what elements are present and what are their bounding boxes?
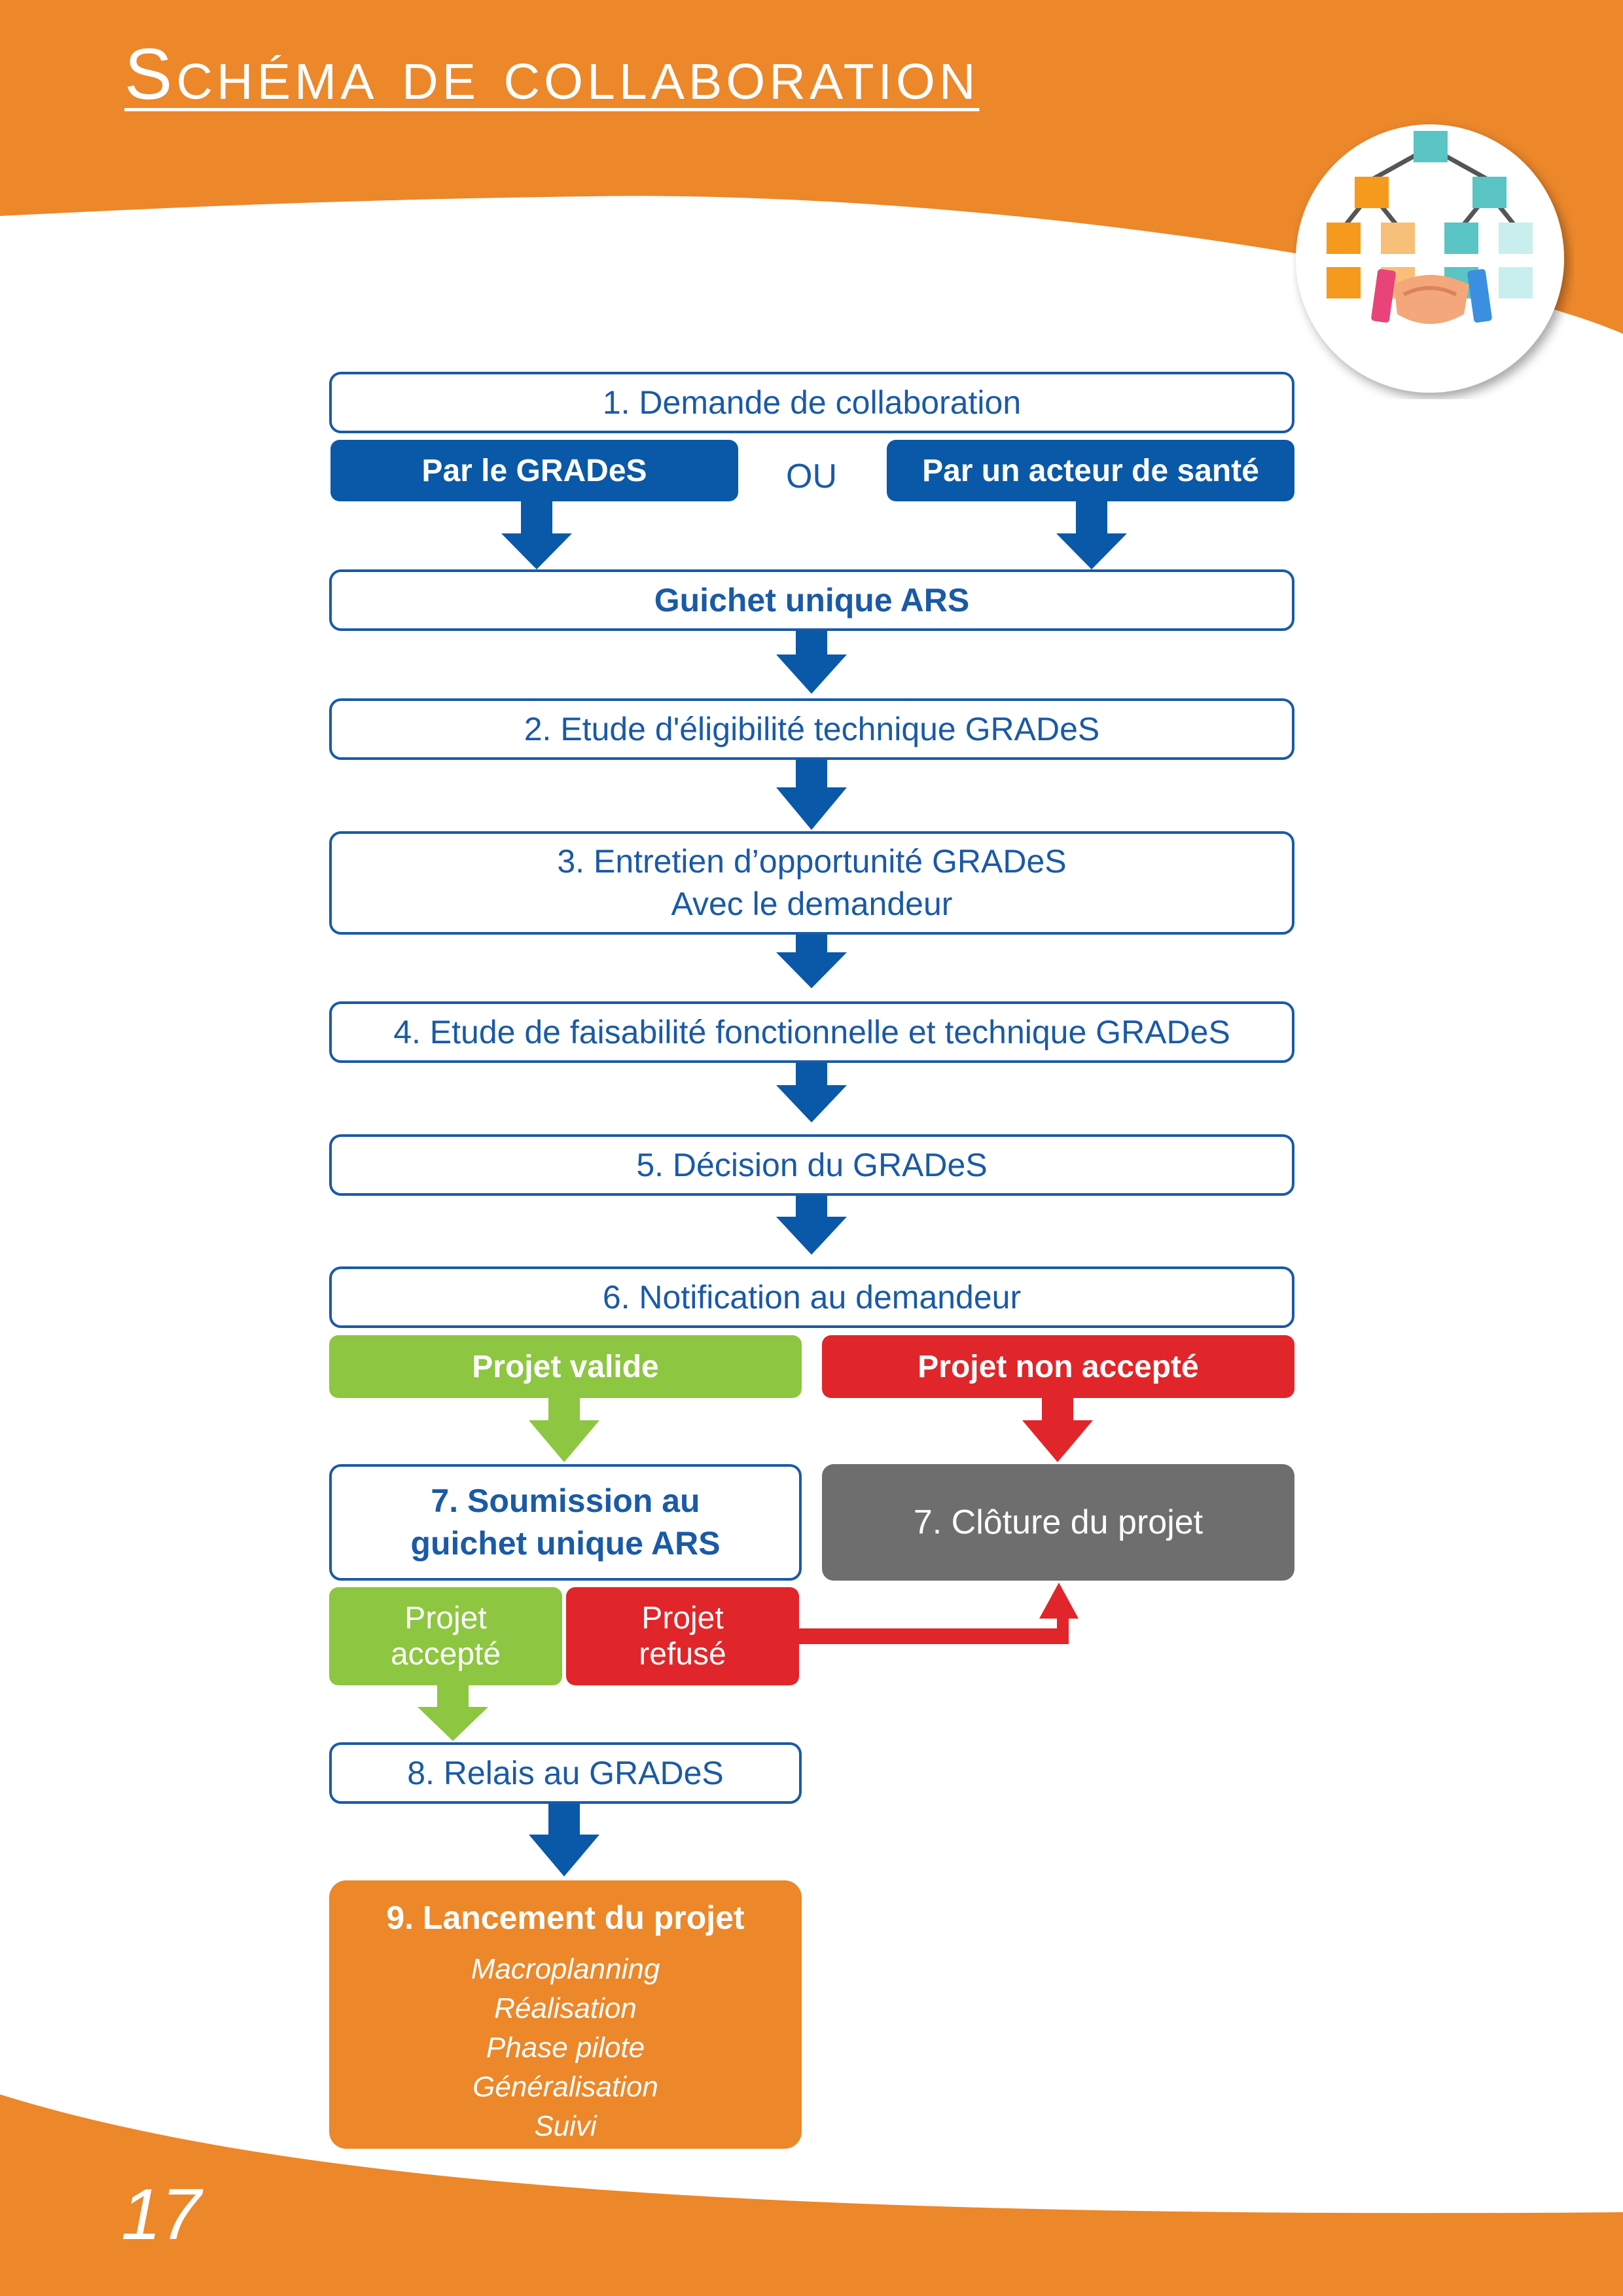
by-actor-box: Par un acteur de santé bbox=[887, 440, 1294, 501]
arrow-refused bbox=[797, 1583, 1079, 1644]
arrow-step4 bbox=[776, 1062, 847, 1122]
refused-label-line2: refusé bbox=[639, 1637, 726, 1672]
step4-label: 4. Etude de faisabilité fonctionnelle et… bbox=[393, 1014, 1230, 1050]
arrow-not-accepted bbox=[1022, 1397, 1093, 1462]
guichet-label: Guichet unique ARS bbox=[654, 582, 970, 619]
step6-label: 6. Notification au demandeur bbox=[602, 1279, 1022, 1316]
arrow-by-actor bbox=[1056, 501, 1127, 569]
closure-box: 7. Clôture du projet bbox=[822, 1464, 1294, 1581]
step3-box: 3. Entretien d’opportunité GRADeS Avec l… bbox=[329, 831, 1294, 935]
step3-label-line1: 3. Entretien d’opportunité GRADeS bbox=[557, 843, 1067, 880]
step5-label: 5. Décision du GRADeS bbox=[636, 1147, 988, 1183]
or-label: OU bbox=[786, 457, 837, 495]
valid-label: Projet valide bbox=[472, 1349, 659, 1384]
step9-item-generalisation: Généralisation bbox=[473, 2071, 658, 2103]
step9-item-realisation: Réalisation bbox=[494, 1992, 637, 2024]
step7-label-line1: 7. Soumission au bbox=[431, 1482, 700, 1519]
step9-item-macroplanning: Macroplanning bbox=[471, 1953, 660, 1985]
not-accepted-box: Projet non accepté bbox=[822, 1335, 1294, 1398]
arrow-step2 bbox=[776, 759, 847, 830]
step6-box: 6. Notification au demandeur bbox=[329, 1266, 1294, 1328]
header-band bbox=[0, 0, 1623, 334]
not-accepted-label: Projet non accepté bbox=[918, 1349, 1199, 1384]
step4-box: 4. Etude de faisabilité fonctionnelle et… bbox=[329, 1001, 1294, 1063]
by-grades-label: Par le GRADeS bbox=[421, 453, 647, 488]
step9-label: 9. Lancement du projet bbox=[386, 1899, 745, 1936]
step9-item-phase-pilote: Phase pilote bbox=[486, 2032, 645, 2064]
guichet-box: Guichet unique ARS bbox=[329, 569, 1294, 631]
accepted-label-line1: Projet bbox=[404, 1600, 487, 1636]
accepted-box: Projet accepté bbox=[329, 1587, 562, 1685]
arrow-step8 bbox=[529, 1803, 599, 1876]
step1-label: 1. Demande de collaboration bbox=[602, 384, 1022, 421]
step9-item-suivi: Suivi bbox=[534, 2110, 597, 2142]
arrow-valid bbox=[529, 1397, 599, 1462]
arrow-by-grades bbox=[501, 501, 572, 569]
step7-submission-box: 7. Soumission au guichet unique ARS bbox=[329, 1464, 802, 1581]
step8-label: 8. Relais au GRADeS bbox=[407, 1755, 724, 1791]
step8-box: 8. Relais au GRADeS bbox=[329, 1742, 802, 1804]
arrow-accepted bbox=[418, 1684, 488, 1741]
step5-box: 5. Décision du GRADeS bbox=[329, 1134, 1294, 1196]
arrow-guichet bbox=[776, 630, 847, 694]
page-title: Schéma de collaboration bbox=[124, 34, 980, 115]
step7-label-line2: guichet unique ARS bbox=[410, 1525, 721, 1562]
org-chart-handshake-icon bbox=[1296, 124, 1564, 393]
arrow-step3 bbox=[776, 935, 847, 988]
refused-box: Projet refusé bbox=[566, 1587, 799, 1685]
by-grades-box: Par le GRADeS bbox=[330, 440, 738, 501]
by-actor-label: Par un acteur de santé bbox=[922, 453, 1259, 488]
arrow-step5 bbox=[776, 1195, 847, 1255]
footer-band bbox=[0, 2094, 1623, 2296]
accepted-label-line2: accepté bbox=[390, 1637, 501, 1672]
page-number: 17 bbox=[121, 2174, 202, 2255]
step2-label: 2. Etude d'éligibilité technique GRADeS bbox=[524, 711, 1100, 747]
step3-label-line2: Avec le demandeur bbox=[671, 886, 953, 922]
step2-box: 2. Etude d'éligibilité technique GRADeS bbox=[329, 698, 1294, 760]
closure-label: 7. Clôture du projet bbox=[913, 1503, 1204, 1541]
step1-box: 1. Demande de collaboration bbox=[329, 372, 1294, 433]
step9-box: 9. Lancement du projet Macroplanning Réa… bbox=[329, 1880, 802, 2149]
valid-box: Projet valide bbox=[329, 1335, 802, 1398]
refused-label-line1: Projet bbox=[641, 1600, 724, 1636]
